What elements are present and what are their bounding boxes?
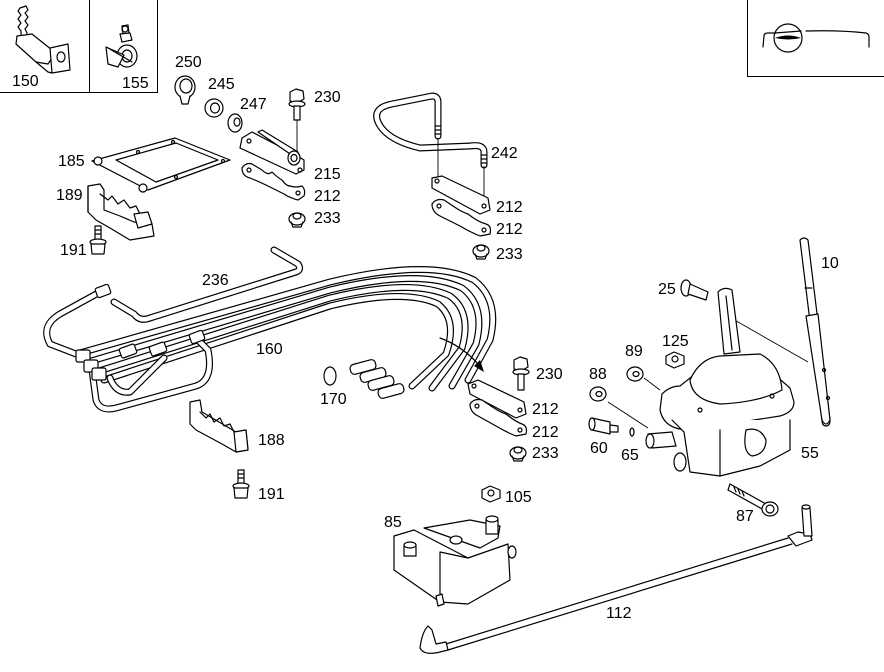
part-160-hose-bundle[interactable] bbox=[43, 265, 497, 413]
part-155-clip[interactable] bbox=[105, 24, 138, 68]
label-89: 89 bbox=[625, 343, 643, 360]
part-212-clamp-b[interactable] bbox=[431, 175, 491, 215]
label-170: 170 bbox=[320, 391, 347, 408]
part-233-grommet-a[interactable] bbox=[288, 212, 306, 228]
part-112-line[interactable] bbox=[419, 504, 813, 654]
part-60-switch[interactable] bbox=[588, 417, 619, 435]
label-88: 88 bbox=[589, 366, 607, 383]
label-212-c: 212 bbox=[496, 221, 523, 238]
part-236-pipe[interactable] bbox=[110, 246, 304, 323]
part-189-clamp-block[interactable] bbox=[87, 183, 155, 241]
label-191-upper: 191 bbox=[60, 242, 87, 259]
label-185: 185 bbox=[58, 153, 85, 170]
label-233-c: 233 bbox=[532, 445, 559, 462]
label-212-b: 212 bbox=[496, 199, 523, 216]
label-247: 247 bbox=[240, 96, 267, 113]
label-105: 105 bbox=[505, 489, 532, 506]
label-212-d: 212 bbox=[532, 401, 559, 418]
part-170-o-ring[interactable] bbox=[323, 366, 337, 386]
part-250-circlip[interactable] bbox=[174, 75, 196, 105]
part-88-washer[interactable] bbox=[589, 386, 649, 429]
label-85: 85 bbox=[384, 514, 402, 531]
label-155: 155 bbox=[122, 75, 149, 92]
part-245-washer[interactable] bbox=[204, 98, 224, 118]
part-233-grommet-b[interactable] bbox=[472, 244, 490, 260]
label-160: 160 bbox=[256, 341, 283, 358]
part-65-seal-ring[interactable] bbox=[629, 427, 635, 437]
part-215-holder[interactable] bbox=[239, 129, 305, 175]
label-233-b: 233 bbox=[496, 246, 523, 263]
part-87-bolt[interactable] bbox=[727, 483, 779, 517]
label-236: 236 bbox=[202, 272, 229, 289]
vehicle-logo-icon bbox=[762, 23, 870, 53]
part-212-clamp-a[interactable] bbox=[241, 162, 306, 201]
part-242-u-bolt[interactable] bbox=[373, 92, 488, 204]
logo-box bbox=[747, 0, 884, 77]
part-247-washer[interactable] bbox=[227, 113, 243, 133]
label-87: 87 bbox=[736, 508, 754, 525]
part-230-bolt-upper[interactable] bbox=[288, 88, 306, 170]
part-233-grommet-c[interactable] bbox=[509, 446, 527, 462]
part-212-clamp-d[interactable] bbox=[467, 379, 527, 419]
part-191-bolt-lower[interactable] bbox=[232, 469, 250, 499]
label-125: 125 bbox=[662, 333, 689, 350]
part-212-clamp-e[interactable] bbox=[469, 398, 528, 437]
part-185-plate[interactable] bbox=[91, 137, 231, 193]
label-233-a: 233 bbox=[314, 210, 341, 227]
label-189: 189 bbox=[56, 187, 83, 204]
label-250: 250 bbox=[175, 54, 202, 71]
part-125-nut[interactable] bbox=[665, 351, 685, 369]
part-191-bolt-upper[interactable] bbox=[89, 225, 107, 255]
label-242: 242 bbox=[491, 145, 518, 162]
label-10: 10 bbox=[821, 255, 839, 272]
label-60: 60 bbox=[590, 440, 608, 457]
inset-box-155[interactable] bbox=[89, 0, 158, 93]
label-150: 150 bbox=[12, 73, 39, 90]
label-230-upper: 230 bbox=[314, 89, 341, 106]
part-230-bolt-lower[interactable] bbox=[512, 356, 530, 391]
part-150-bracket[interactable] bbox=[15, 5, 71, 74]
label-65: 65 bbox=[621, 447, 639, 464]
part-188-clamp-block[interactable] bbox=[189, 399, 249, 453]
label-112: 112 bbox=[606, 605, 632, 622]
label-188: 188 bbox=[258, 432, 285, 449]
part-55-shift-housing[interactable] bbox=[645, 287, 795, 477]
label-230-lower: 230 bbox=[536, 366, 563, 383]
part-89-washer[interactable] bbox=[626, 366, 661, 391]
label-25: 25 bbox=[658, 281, 676, 298]
label-212-a: 212 bbox=[314, 188, 341, 205]
part-25-bolt[interactable] bbox=[680, 279, 709, 301]
label-55: 55 bbox=[801, 445, 819, 462]
label-215: 215 bbox=[314, 166, 341, 183]
label-191-lower: 191 bbox=[258, 486, 285, 503]
part-85-reservoir[interactable] bbox=[393, 515, 517, 607]
part-10-shift-lever[interactable] bbox=[723, 237, 831, 427]
part-212-clamp-c[interactable] bbox=[431, 198, 492, 237]
label-245: 245 bbox=[208, 76, 235, 93]
part-105-nut[interactable] bbox=[481, 485, 501, 503]
label-212-e: 212 bbox=[532, 424, 559, 441]
